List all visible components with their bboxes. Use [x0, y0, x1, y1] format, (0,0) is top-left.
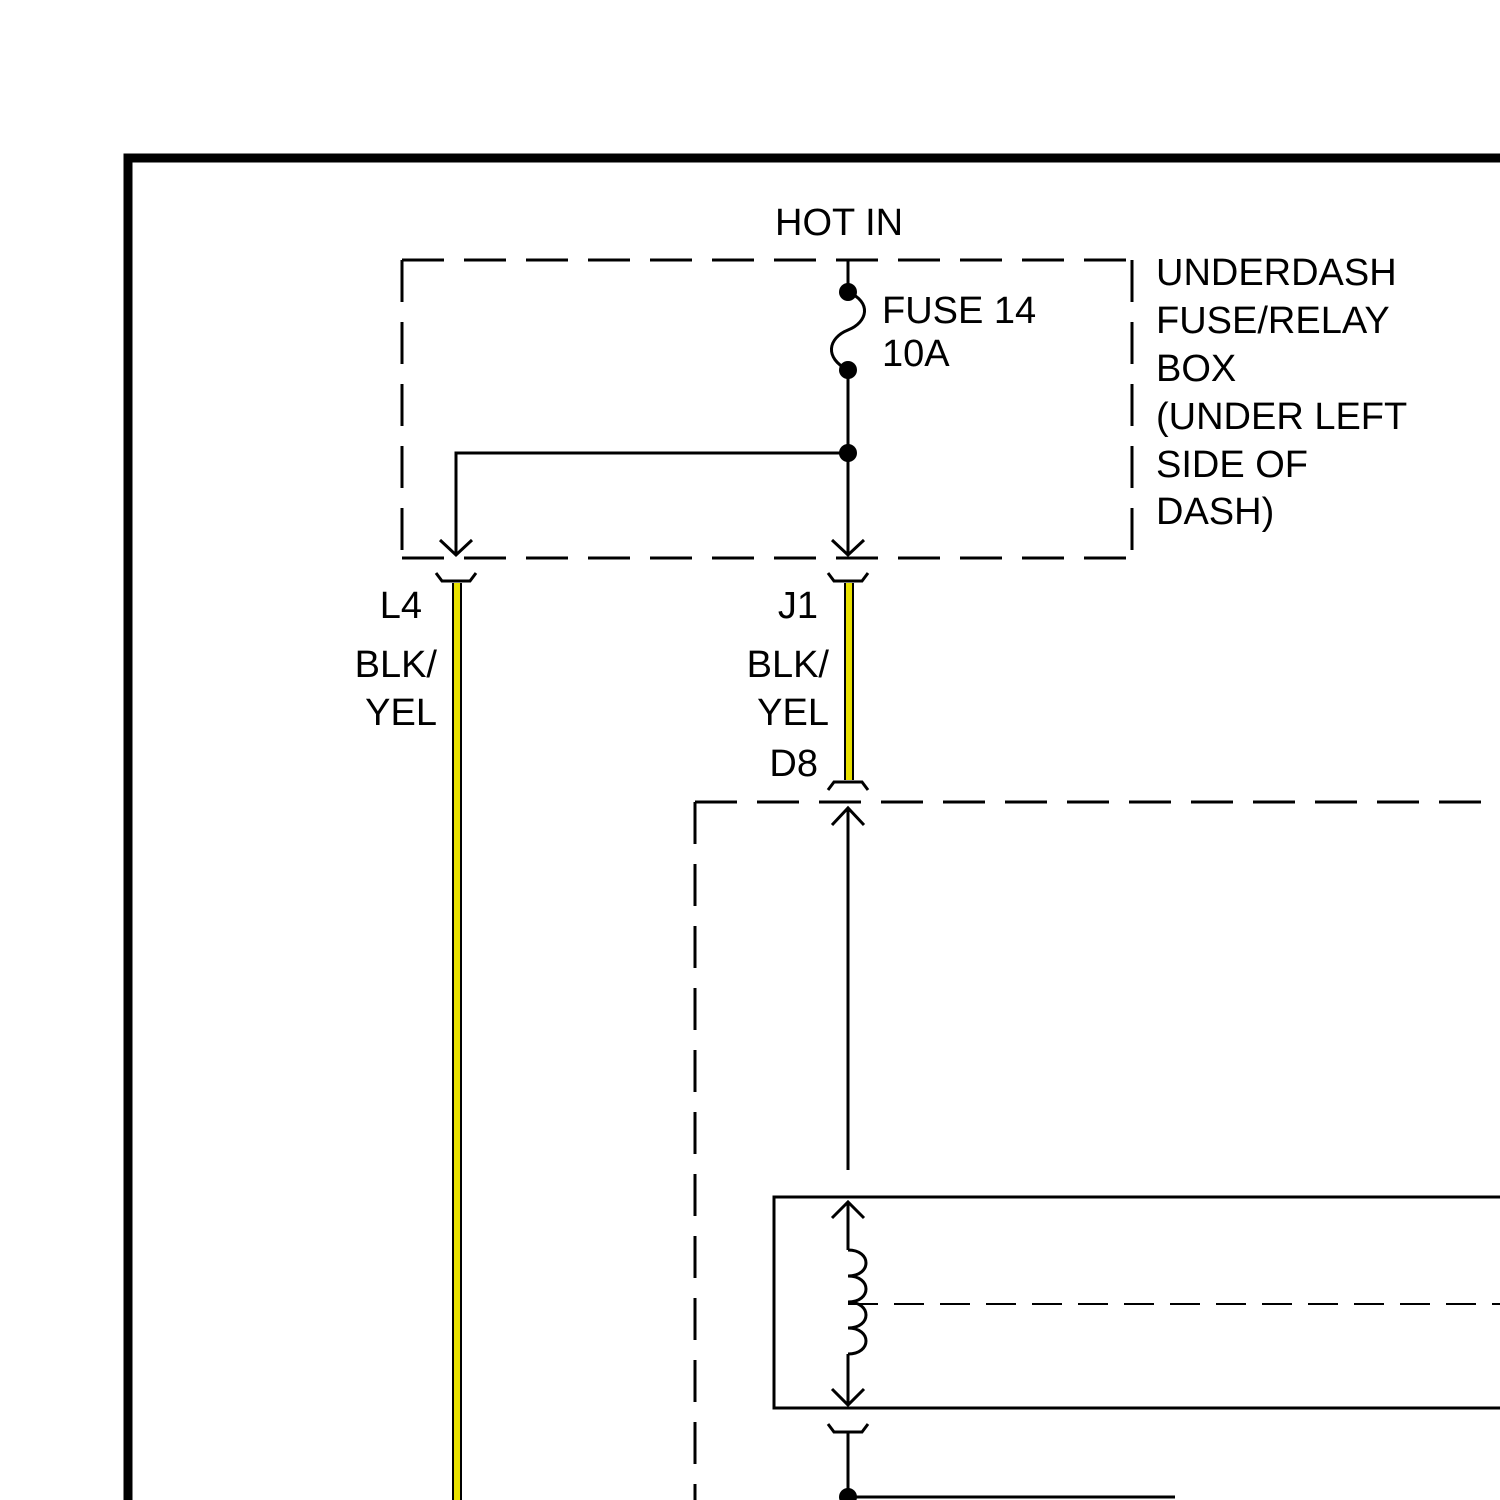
lower-component-outline — [695, 802, 1500, 1500]
connector-l4-label: L4 — [380, 585, 422, 627]
hot-in-label: HOT IN — [775, 202, 903, 244]
fuse-14-symbol — [831, 292, 864, 370]
fuse-rating-label: 10A — [882, 333, 950, 375]
outer-frame — [128, 158, 1500, 1500]
relay-box — [774, 1197, 1500, 1408]
fuse-box-label-line: DASH) — [1156, 491, 1274, 533]
wire-color-label: YEL — [757, 692, 829, 734]
blk-yel-wire-j1 — [845, 583, 853, 780]
fuse-box-label: UNDERDASH FUSE/RELAY BOX (UNDER LEFT SID… — [1156, 252, 1407, 533]
fuse-box-label-line: (UNDER LEFT — [1156, 396, 1407, 438]
fuse-box-label-line: FUSE/RELAY — [1156, 300, 1390, 342]
connector-d8-label: D8 — [769, 743, 818, 785]
fuse-name-label: FUSE 14 — [882, 290, 1036, 332]
splice-branch-wire — [456, 453, 848, 555]
wire-color-label: YEL — [365, 692, 437, 734]
fuse-box-label-line: SIDE OF — [1156, 444, 1308, 486]
fuse-box-label-line: UNDERDASH — [1156, 252, 1397, 294]
fuse-box-label-line: BOX — [1156, 348, 1236, 390]
wire-color-label: BLK/ — [747, 644, 830, 686]
connector-j1-label: J1 — [778, 585, 818, 627]
blk-yel-wire-l4 — [453, 583, 461, 1500]
wire-color-label: BLK/ — [355, 644, 438, 686]
